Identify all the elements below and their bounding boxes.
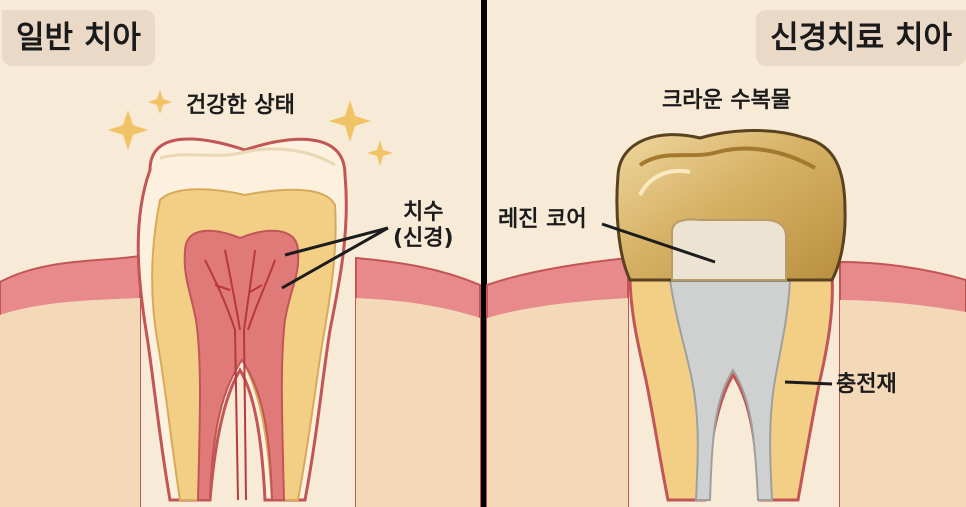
pulp-pointer-lines — [281, 226, 389, 290]
filling-pointer-line — [784, 380, 833, 386]
sparkle-3 — [329, 100, 371, 142]
crown-cusp-shadow — [638, 146, 816, 170]
bone-right — [487, 298, 966, 507]
treated-tooth-title: 신경치료 치아 — [756, 10, 966, 66]
resin-core-label: 레진 코어 — [498, 207, 587, 232]
sparkle-2 — [148, 90, 172, 114]
normal-tooth-panel — [0, 90, 481, 507]
resin-core — [671, 218, 787, 281]
pulp-label: 치수 (신경) — [393, 200, 454, 253]
bone-left — [0, 298, 480, 507]
pulp-label-line1: 치수 — [403, 200, 444, 225]
healthy-state-label: 건강한 상태 — [186, 93, 295, 118]
filling-label: 충전재 — [836, 372, 897, 397]
pulp-chamber-left — [183, 229, 300, 501]
sparkle-4 — [367, 140, 393, 166]
filling-canal-right — [668, 279, 792, 501]
normal-tooth-title: 일반 치아 — [2, 10, 155, 66]
crown-highlight — [638, 169, 691, 196]
crown-label: 크라운 수복물 — [662, 88, 792, 113]
pulp-label-line2: (신경) — [393, 226, 454, 252]
core-pointer-line — [601, 222, 716, 264]
treated-tooth-panel — [486, 129, 966, 507]
nerve-branches-left — [204, 249, 276, 501]
crown-ridge-left — [159, 147, 336, 167]
panel-divider — [481, 0, 487, 507]
sparkle-1 — [108, 110, 148, 150]
